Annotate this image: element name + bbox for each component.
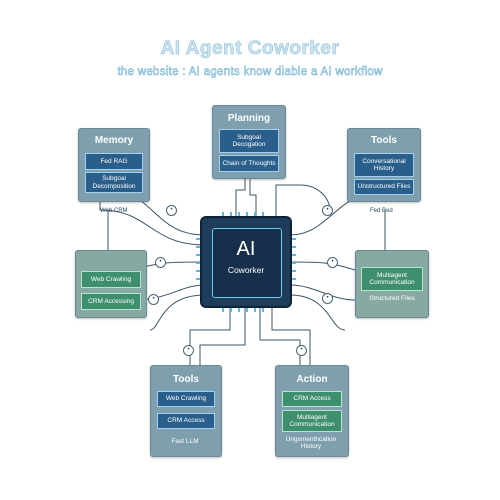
tools-bottom-footer: Fast LLM	[171, 438, 199, 445]
tools-card-top: Tools Conversational History Unstructure…	[347, 128, 421, 202]
junction-node: •	[166, 205, 177, 216]
tools-caption: Fed Bed	[370, 208, 393, 214]
tools-title: Tools	[371, 135, 397, 146]
memory-caption: Web CRM	[100, 208, 128, 214]
planning-card: Planning Subgoal Decogation Chain of Tho…	[212, 105, 286, 179]
tools-item: Unstructured Files	[354, 179, 414, 195]
tools-bottom-item: Web Crawling	[157, 391, 215, 407]
planning-item: Subgoal Decogation	[219, 129, 279, 153]
junction-node: •	[155, 257, 166, 268]
memory-item: Subgoal Decomposition	[85, 172, 143, 193]
tools-bottom-item: CRM Access	[157, 413, 215, 429]
core-label-ai: AI	[236, 238, 256, 260]
tools-item: Conversational History	[354, 153, 414, 177]
action-card: Action CRM Access Multiagent Communicati…	[275, 365, 349, 457]
diagram-subtitle: the website : AI agents know diable a AI…	[117, 66, 383, 79]
right-mid-item: Multiagent Communication	[361, 267, 423, 291]
right-mid-item: Structured Files	[369, 295, 415, 302]
memory-title: Memory	[94, 135, 134, 146]
junction-node: •	[322, 293, 333, 304]
action-footer: Ungsmenthcation History	[285, 436, 337, 451]
action-title: Action	[296, 374, 328, 385]
tools-card-bottom: Tools Web Crawling CRM Access Fast LLM	[150, 365, 222, 457]
core-label-sub: Coworker	[227, 265, 265, 275]
junction-node: •	[148, 294, 159, 305]
junction-node: •	[296, 345, 307, 356]
junction-node: •	[183, 345, 194, 356]
cpu-chip-core	[212, 228, 282, 298]
action-item: CRM Access	[282, 391, 342, 407]
junction-node: •	[322, 205, 333, 216]
memory-card: Memory Fed RAG Subgoal Decomposition	[78, 128, 150, 202]
left-mid-item: Web Crawling	[81, 271, 141, 288]
planning-title: Planning	[227, 113, 271, 124]
left-mid-card: Web Crawling CRM Accessing	[75, 250, 147, 318]
memory-item: Fed RAG	[85, 153, 143, 170]
diagram-title: AI Agent Coworker	[160, 38, 340, 60]
left-mid-item: CRM Accessing	[81, 293, 141, 310]
tools-bottom-title: Tools	[173, 374, 199, 385]
junction-node: •	[327, 257, 338, 268]
action-item: Multiagent Communication	[282, 410, 342, 432]
planning-item: Chain of Thoughts	[219, 155, 279, 172]
right-mid-card: Multiagent Communication Structured File…	[355, 250, 429, 318]
